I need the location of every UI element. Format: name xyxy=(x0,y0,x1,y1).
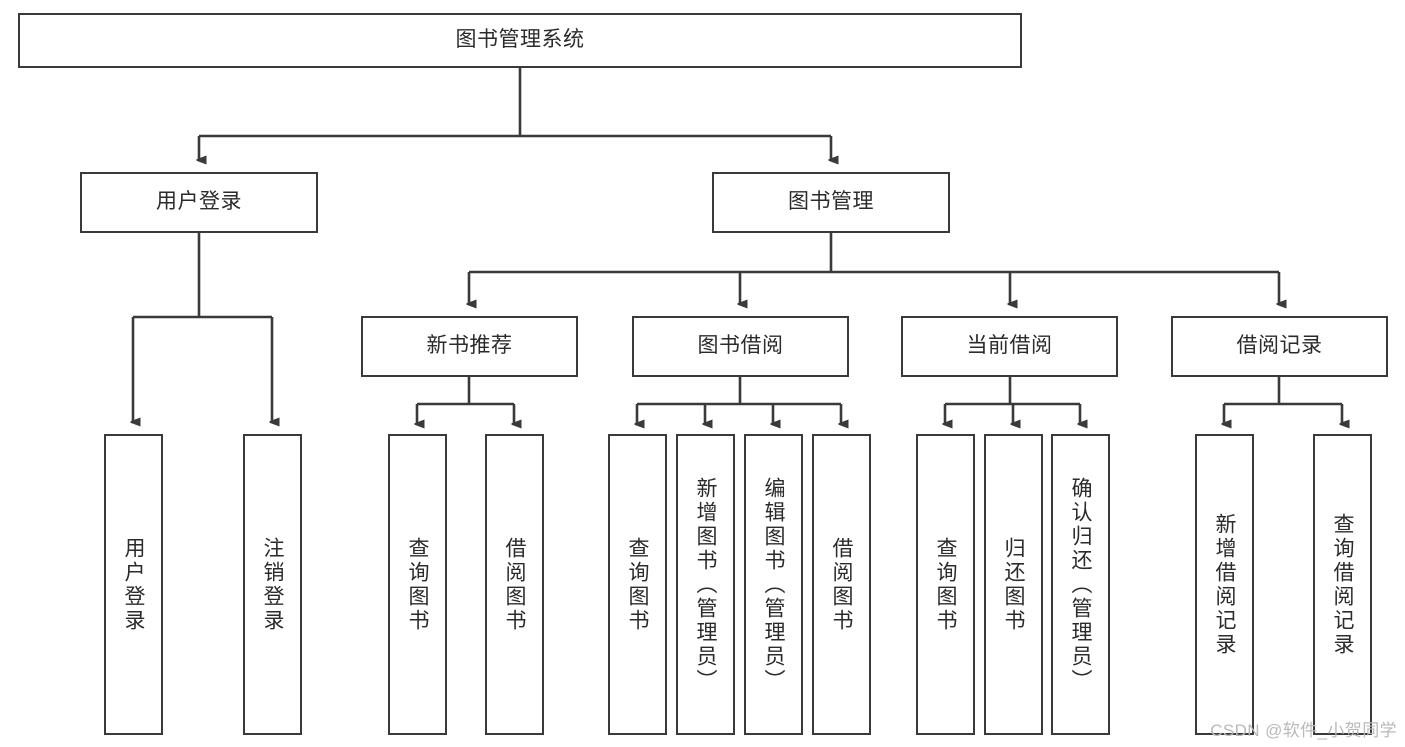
node-borrow-record[interactable]: 借阅记录 xyxy=(1171,316,1388,377)
node-root-system[interactable]: 图书管理系统 xyxy=(18,13,1022,68)
node-book-manage[interactable]: 图书管理 xyxy=(712,172,950,233)
node-label: 图书借阅 xyxy=(697,334,784,358)
node-label: 借阅图书 xyxy=(503,536,526,633)
node-leaf-return-book[interactable]: 归还图书 xyxy=(984,434,1043,735)
node-label: 当前借阅 xyxy=(966,334,1053,358)
node-leaf-confirm-return[interactable]: 确认归还（管理员） xyxy=(1051,434,1110,735)
node-current-borrow[interactable]: 当前借阅 xyxy=(901,316,1118,377)
node-leaf-borrow-book-2[interactable]: 借阅图书 xyxy=(812,434,871,735)
node-label: 用户登录 xyxy=(156,190,242,214)
node-user-login[interactable]: 用户登录 xyxy=(80,172,318,233)
node-leaf-borrow-book-1[interactable]: 借阅图书 xyxy=(485,434,544,735)
node-label: 确认归还（管理员） xyxy=(1069,476,1092,693)
node-label: 查询借阅记录 xyxy=(1331,512,1354,657)
node-label: 新增借阅记录 xyxy=(1213,512,1236,657)
node-book-borrow[interactable]: 图书借阅 xyxy=(632,316,849,377)
node-label: 查询图书 xyxy=(934,536,957,633)
node-label: 查询图书 xyxy=(406,536,429,633)
node-label: 用户登录 xyxy=(122,536,145,633)
node-label: 归还图书 xyxy=(1002,536,1025,633)
node-label: 借阅记录 xyxy=(1236,334,1323,358)
node-leaf-user-login[interactable]: 用户登录 xyxy=(104,434,163,735)
node-new-book-recommend[interactable]: 新书推荐 xyxy=(361,316,578,377)
node-leaf-logout-login[interactable]: 注销登录 xyxy=(243,434,302,735)
node-leaf-query-book-2[interactable]: 查询图书 xyxy=(608,434,667,735)
node-label: 查询图书 xyxy=(626,536,649,633)
node-leaf-query-book-3[interactable]: 查询图书 xyxy=(916,434,975,735)
node-label: 图书管理 xyxy=(788,190,874,214)
node-leaf-add-borrow-record[interactable]: 新增借阅记录 xyxy=(1195,434,1254,735)
node-label: 借阅图书 xyxy=(830,536,853,633)
node-label: 新增图书（管理员） xyxy=(694,476,717,693)
node-leaf-edit-book[interactable]: 编辑图书（管理员） xyxy=(744,434,803,735)
node-leaf-query-book-1[interactable]: 查询图书 xyxy=(388,434,447,735)
node-leaf-query-borrow-record[interactable]: 查询借阅记录 xyxy=(1313,434,1372,735)
csdn-watermark: CSDN @软件_小贺同学 xyxy=(1210,721,1397,740)
node-label: 注销登录 xyxy=(261,536,284,633)
node-label: 编辑图书（管理员） xyxy=(762,476,785,693)
node-label: 新书推荐 xyxy=(426,334,513,358)
node-label: 图书管理系统 xyxy=(455,28,585,52)
node-leaf-add-book[interactable]: 新增图书（管理员） xyxy=(676,434,735,735)
